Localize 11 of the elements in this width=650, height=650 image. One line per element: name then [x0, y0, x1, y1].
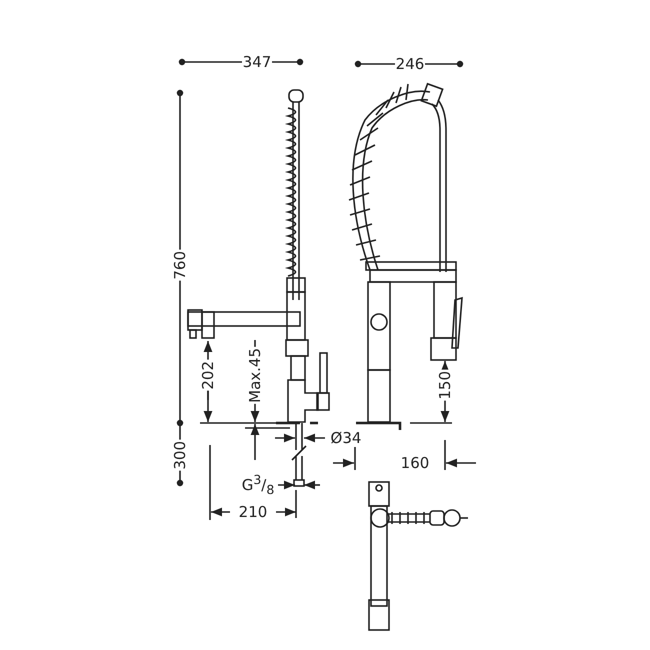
dimension-label: 160 [400, 454, 430, 472]
dimension-label: 760 [172, 250, 188, 280]
dimension-label: G$^{3}$/$_{8}$ [240, 472, 276, 498]
dimension-label: 300 [172, 440, 188, 470]
dimension-label: Ø34 [330, 430, 362, 446]
dimension-label: 210 [238, 504, 268, 520]
dimension-label: 202 [200, 360, 216, 390]
dimension-label: 246 [394, 56, 426, 72]
dimension-label: 347 [242, 54, 272, 70]
dimension-label: Max.45 [246, 346, 264, 404]
dimension-label: 150 [436, 370, 454, 400]
